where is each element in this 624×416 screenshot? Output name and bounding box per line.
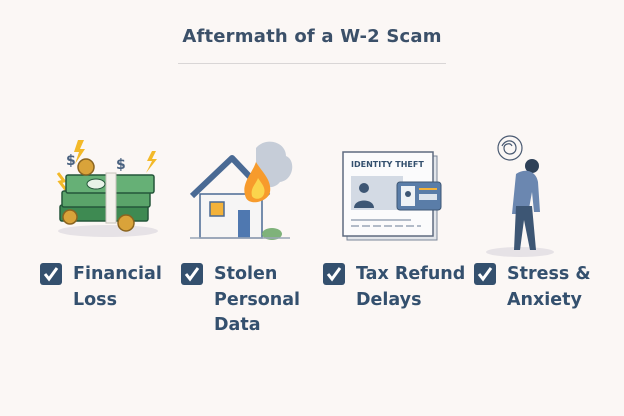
checkbox-checked-icon xyxy=(323,263,345,285)
checkbox-checked-icon xyxy=(474,263,496,285)
money-stack-icon: $ $ xyxy=(56,140,158,237)
checkbox-checked-icon xyxy=(181,263,203,285)
title-divider xyxy=(178,63,446,64)
document-heading: IDENTITY THEFT xyxy=(351,160,424,169)
item-tax-refund-delays: Tax Refund Delays xyxy=(323,262,465,313)
burning-house-icon xyxy=(189,141,293,240)
checkbox-checked-icon xyxy=(40,263,62,285)
svg-text:$: $ xyxy=(116,157,126,173)
item-label: Stolen Personal Data xyxy=(214,264,301,335)
item-financial-loss: Financial Loss xyxy=(40,262,162,313)
item-label: Stress & Anxiety xyxy=(507,264,591,310)
item-label: Financial Loss xyxy=(73,264,162,310)
stressed-person-icon xyxy=(486,135,554,257)
identity-theft-document-icon: IDENTITY THEFT xyxy=(342,151,442,241)
item-stolen-personal-data: Stolen Personal Data xyxy=(181,262,300,339)
item-label: Tax Refund Delays xyxy=(356,264,466,310)
page-title: Aftermath of a W-2 Scam xyxy=(182,26,442,47)
svg-text:$: $ xyxy=(66,153,76,169)
item-stress-anxiety: Stress & Anxiety xyxy=(474,262,591,313)
